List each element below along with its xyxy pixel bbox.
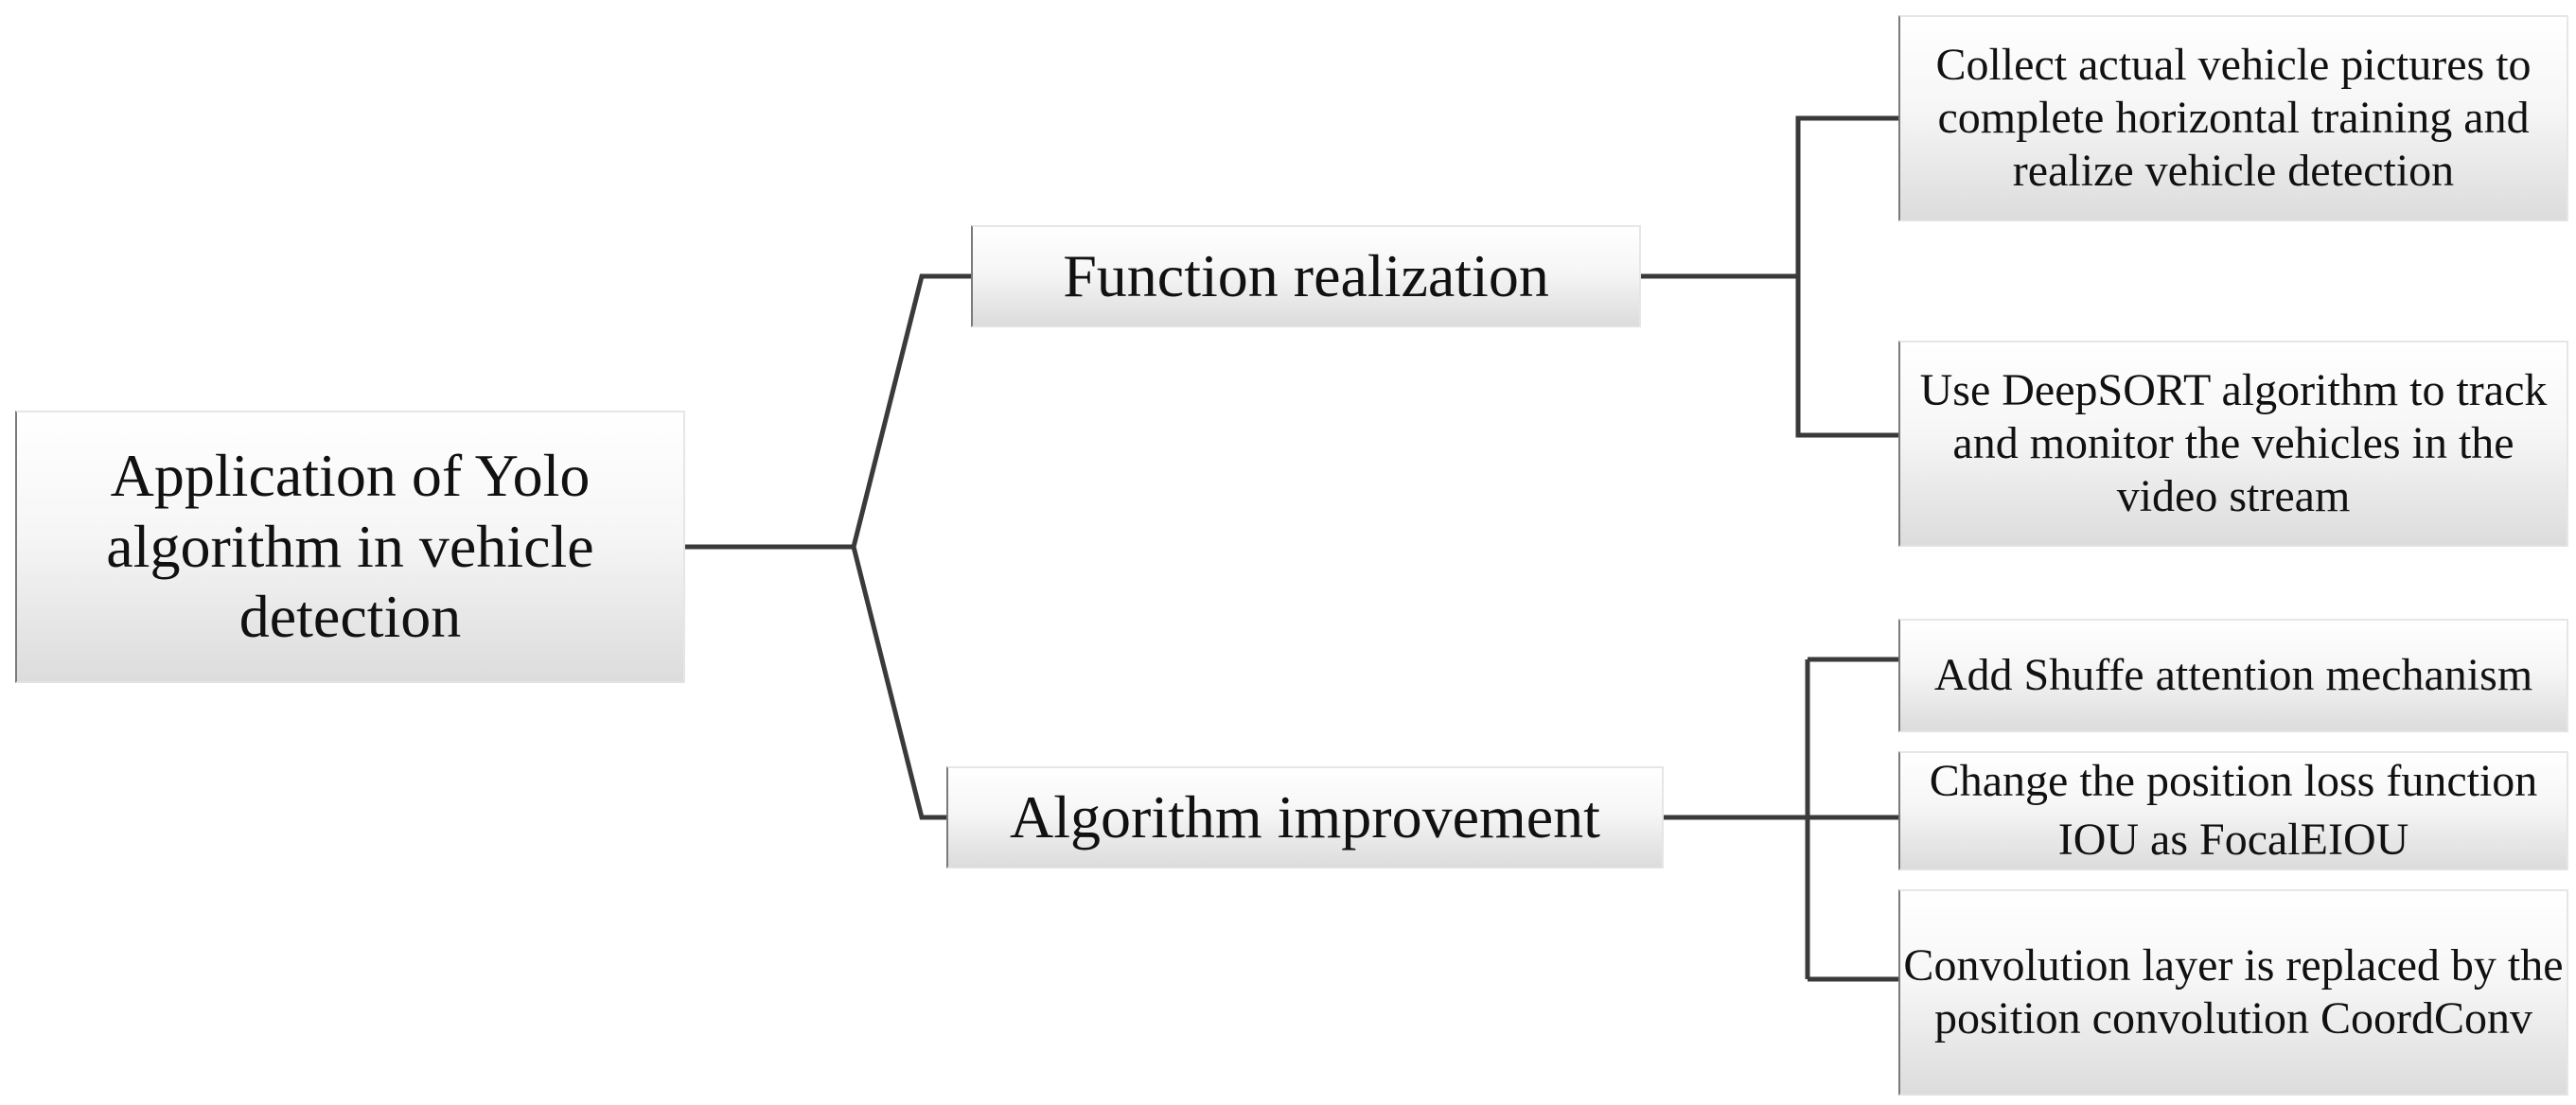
- leaf-deepsort-tracking: Use DeepSORT algorithm to track and moni…: [1898, 341, 2568, 547]
- leaf-coordconv-label: Convolution layer is replaced by the pos…: [1903, 939, 2564, 1044]
- connector-root-to-function: [851, 273, 971, 548]
- leaf-shuffle-attention-label: Add Shuffe attention mechanism: [1933, 649, 2533, 700]
- leaf-coordconv: Convolution layer is replaced by the pos…: [1898, 889, 2568, 1096]
- leaf-collect-vehicle-pictures: Collect actual vehicle pictures to compl…: [1898, 15, 2568, 221]
- root-node-label: Application of Yolo algorithm in vehicle…: [106, 441, 594, 651]
- connector-function-to-deepsort: [1795, 276, 1898, 438]
- leaf-collect-vehicle-pictures-label: Collect actual vehicle pictures to compl…: [1935, 39, 2532, 197]
- branch-algorithm-improvement-label: Algorithm improvement: [1010, 782, 1600, 851]
- branch-function-realization-label: Function realization: [1063, 241, 1549, 309]
- leaf-deepsort-tracking-label: Use DeepSORT algorithm to track and moni…: [1919, 364, 2548, 522]
- connector-function-bracket: [1641, 115, 1898, 279]
- leaf-focal-eiou-loss: Change the position loss function IOU as…: [1898, 751, 2568, 870]
- root-node: Application of Yolo algorithm in vehicle…: [15, 411, 685, 683]
- leaf-focal-eiou-loss-label: Change the position loss function IOU as…: [1929, 755, 2538, 865]
- connector-root-to-algorithm: [851, 546, 946, 820]
- branch-function-realization: Function realization: [971, 225, 1641, 327]
- branch-algorithm-improvement: Algorithm improvement: [946, 766, 1664, 868]
- leaf-shuffle-attention: Add Shuffe attention mechanism: [1898, 619, 2568, 732]
